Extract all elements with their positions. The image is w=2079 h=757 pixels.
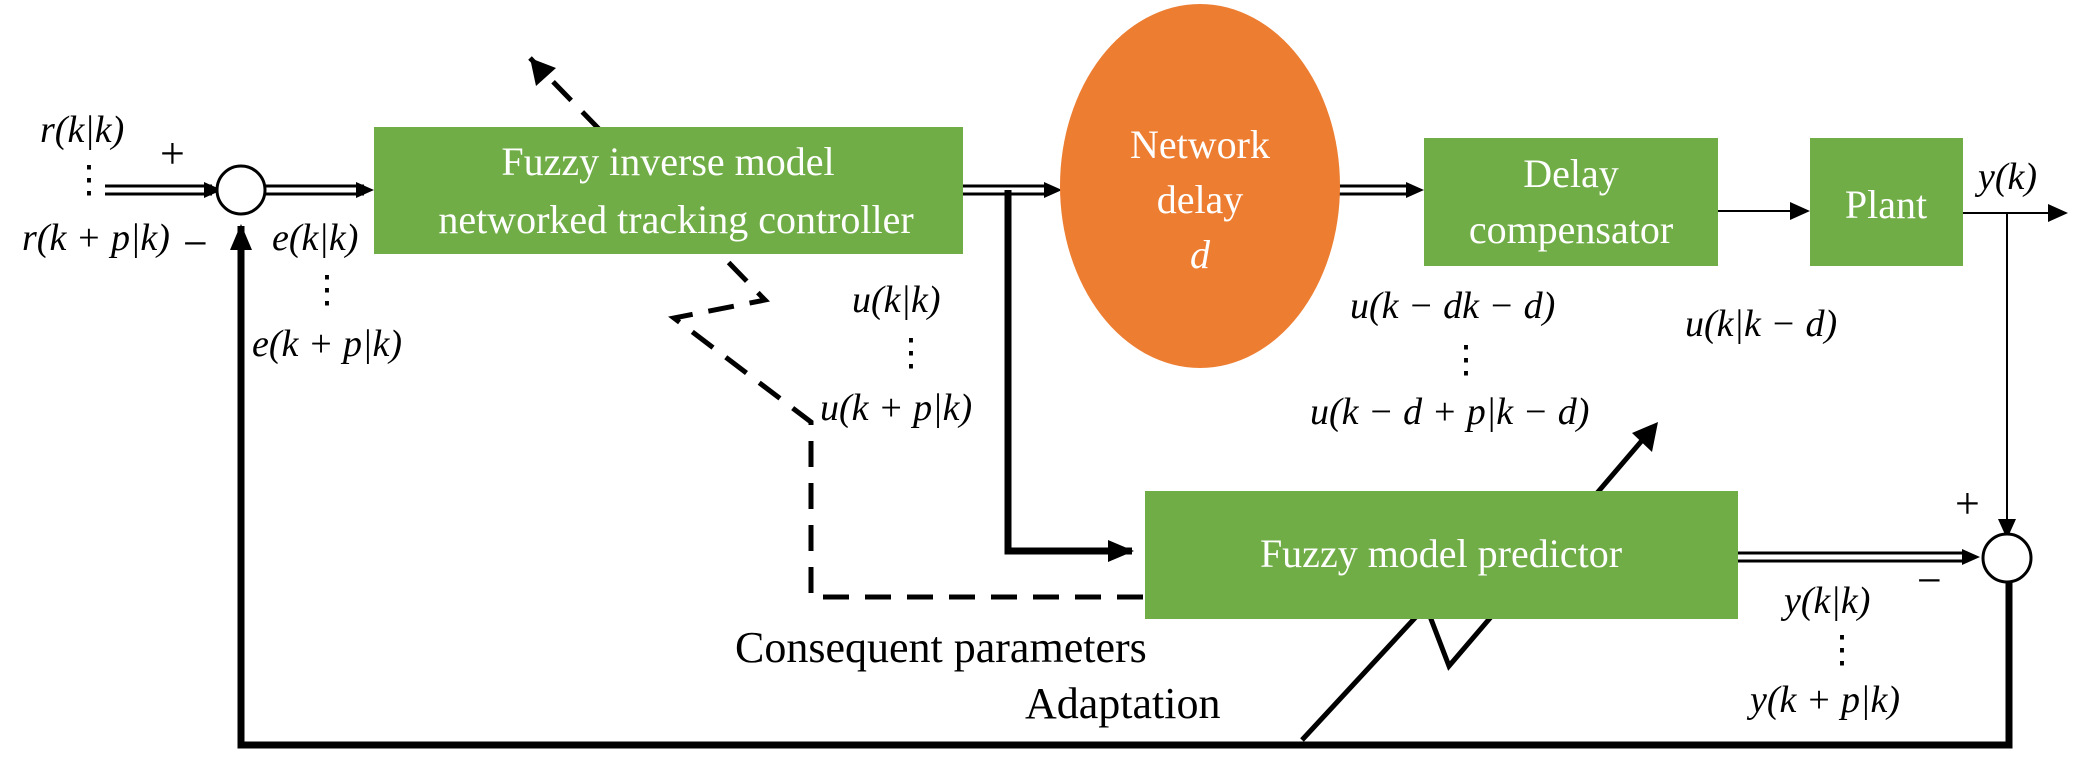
network-delay-symbol: d [1190,232,1211,277]
predicted-output-first-label: y(k|k) [1780,580,1870,622]
delayed-control-last-label: u(k − d + p|k − d) [1310,391,1589,433]
network-delay-ellipse [1060,4,1340,368]
predictor-block: Fuzzy model predictor [1145,491,1738,619]
controller-label-line1: Fuzzy inverse model [501,139,834,184]
network-delay-label-line2: delay [1157,177,1244,222]
control-first-label: u(k|k) [852,279,941,321]
network-delay-label-line1: Network [1130,122,1270,167]
error-vdots: ⋮ [308,269,346,311]
error-arrow [266,182,374,198]
error-feedback-path [230,224,2013,749]
plant-box [1810,138,1963,266]
predictor-to-junction-arrow [1738,549,1980,565]
predictor-label: Fuzzy model predictor [1260,531,1622,576]
control-to-delay-arrow [963,182,1062,198]
reference-last-label: r(k + p|k) [22,217,170,259]
predictor-box [1145,491,1738,619]
controller-label-line2: networked tracking controller [438,197,913,242]
error-first-label: e(k|k) [272,217,358,259]
output-junction-plus-sign: + [1955,479,1980,528]
delay-to-compensator-arrow [1338,182,1424,198]
network-delay-block: Network delay d [1060,4,1340,368]
reference-first-label: r(k|k) [40,109,124,151]
summing-junction-input [215,164,267,216]
control-vdots: ⋮ [892,332,930,374]
predicted-output-last-label: y(k + p|k) [1746,679,1900,721]
error-last-label: e(k + p|k) [252,323,402,365]
compensator-label-line2: compensator [1469,207,1673,252]
compensator-label-line1: Delay [1523,151,1619,196]
adaptation-dashed-path [528,56,1143,600]
plant-output-label: y(k) [1974,156,2037,198]
junction-plus-sign: + [160,129,185,178]
delayed-control-vdots: ⋮ [1447,339,1485,381]
predicted-output-vdots: ⋮ [1823,629,1861,671]
adaptation-label: Adaptation [1025,679,1221,728]
r-input-arrow [105,182,222,198]
delayed-control-first-label: u(k − dk − d) [1350,285,1555,327]
control-last-label: u(k + p|k) [820,387,972,429]
compensated-control-label: u(k|k − d) [1685,303,1837,345]
consequent-parameters-label: Consequent parameters [735,623,1147,672]
plant-block: Plant [1810,138,1963,266]
compensator-box [1424,138,1718,266]
junction-minus-sign: − [183,219,208,268]
adaptation-arrowhead [530,58,556,86]
prediction-arrowhead [1632,422,1658,452]
controller-block: Fuzzy inverse model networked tracking c… [374,127,963,254]
reference-vdots: ⋮ [70,159,108,201]
controller-box [374,127,963,254]
summing-junction-output [1981,532,2033,584]
compensator-block: Delay compensator [1424,138,1718,266]
output-junction-minus-sign: − [1917,556,1942,605]
control-to-predictor-arrow [1004,190,1134,562]
plant-label: Plant [1845,182,1927,227]
